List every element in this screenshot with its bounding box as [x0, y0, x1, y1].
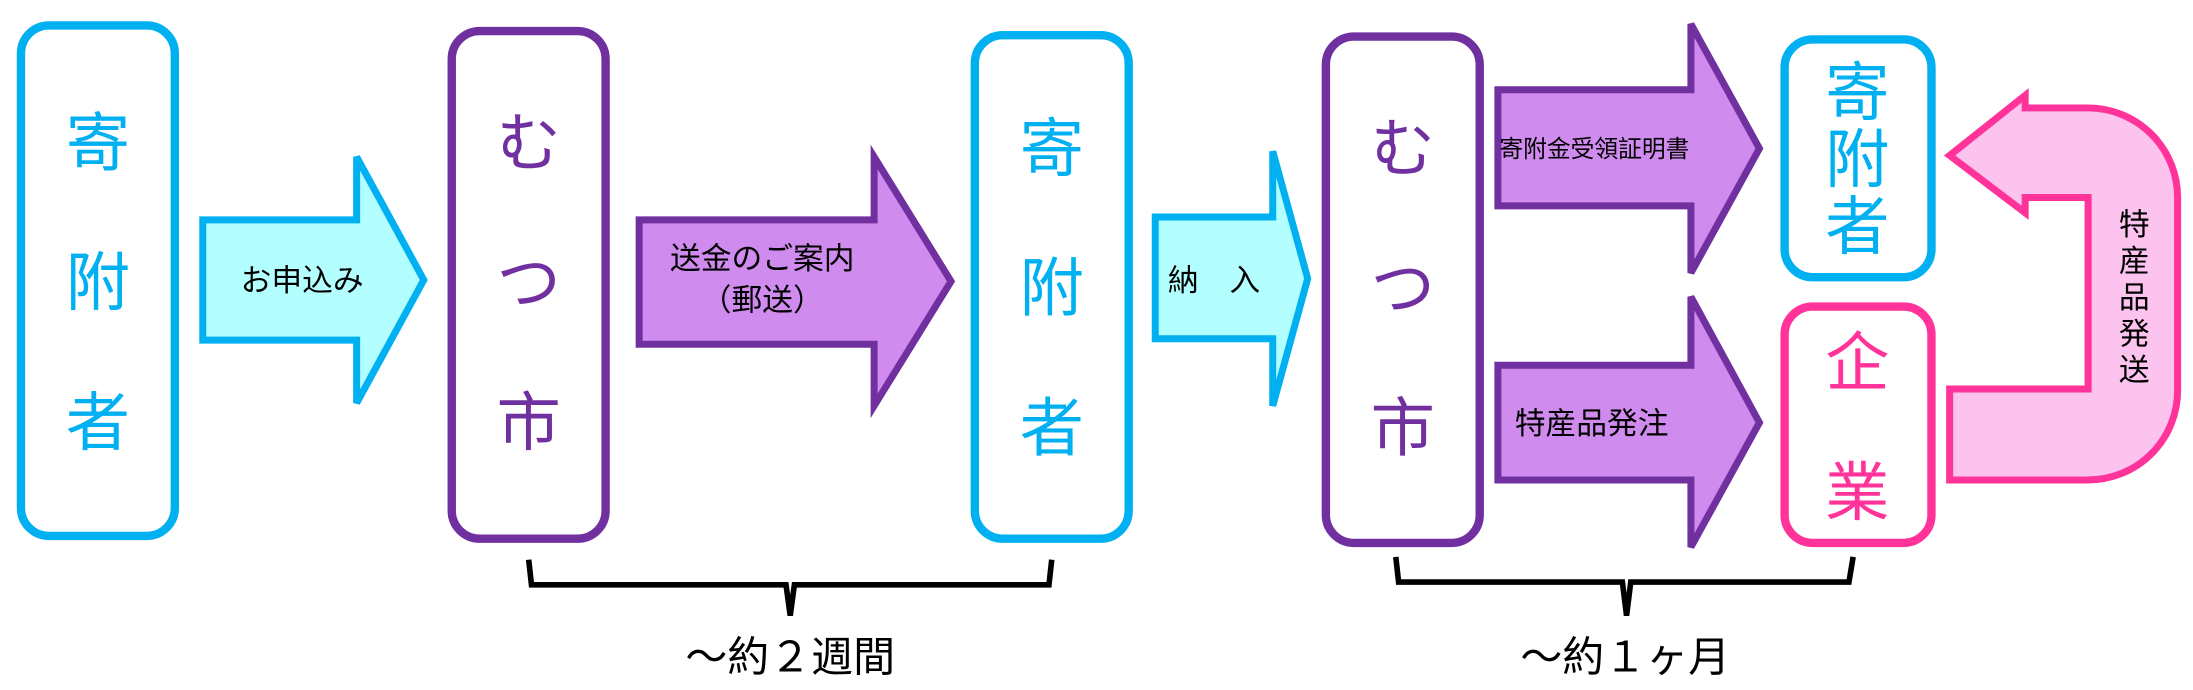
donor-char: 附 [1020, 252, 1084, 327]
donor-char: 者 [66, 386, 130, 461]
receipt-label: 寄附金受領証明書 [1499, 135, 1689, 163]
donor-char: 附 [66, 246, 130, 321]
city-box-1: む つ 市 [447, 26, 610, 543]
payment-arrow: 納 入 [1151, 150, 1312, 407]
company-box: 企 業 [1780, 302, 1936, 548]
apply-arrow: お申込み [199, 155, 428, 405]
shipping-char: 発 [2119, 316, 2150, 352]
city-char: 市 [1371, 392, 1435, 467]
donor-char: 者 [1825, 190, 1889, 265]
city-box-2: む つ 市 [1321, 32, 1484, 548]
city-char: む [496, 106, 560, 181]
shipping-arrow: 特 産 品 発 送 [1943, 88, 2182, 484]
company-char: 企 [1825, 326, 1889, 401]
duration-brace-2: ～約１ヶ月 [1393, 556, 1856, 682]
city-char: つ [1371, 252, 1435, 327]
payment-label: 納 入 [1168, 263, 1260, 299]
apply-label: お申込み [241, 263, 364, 299]
city-char: つ [496, 246, 560, 321]
duration-label-2: ～約１ヶ月 [1520, 633, 1730, 682]
remittance-sublabel: （郵送） [701, 283, 824, 319]
shipping-char: 特 [2119, 207, 2150, 243]
company-char: 業 [1825, 456, 1889, 531]
shipping-label: 特 産 品 発 送 [2119, 207, 2150, 388]
remittance-arrow: 送金のご案内 （郵送） [635, 144, 956, 419]
donor-char: 附 [1825, 123, 1889, 198]
donor-char: 寄 [1020, 112, 1084, 187]
donor-box-1: 寄 附 者 [16, 21, 180, 541]
shipping-char: 品 [2119, 280, 2150, 316]
receipt-arrow: 寄附金受領証明書 [1494, 22, 1764, 275]
order-arrow: 特産品発注 [1494, 295, 1764, 549]
shipping-char: 送 [2119, 353, 2150, 389]
order-label: 特産品発注 [1515, 406, 1669, 442]
duration-label-1: ～約２週間 [685, 633, 895, 682]
donor-char: 者 [1020, 392, 1084, 467]
donor-char: 寄 [1825, 56, 1889, 131]
donor-box-2: 寄 附 者 [970, 31, 1133, 543]
remittance-label: 送金のご案内 [670, 241, 855, 277]
shipping-char: 産 [2119, 244, 2150, 280]
donor-char: 寄 [66, 106, 130, 181]
city-char: 市 [496, 386, 560, 461]
city-char: む [1371, 112, 1435, 187]
duration-brace-1: ～約２週間 [525, 559, 1055, 682]
donor-box-3: 寄 附 者 [1780, 35, 1936, 282]
